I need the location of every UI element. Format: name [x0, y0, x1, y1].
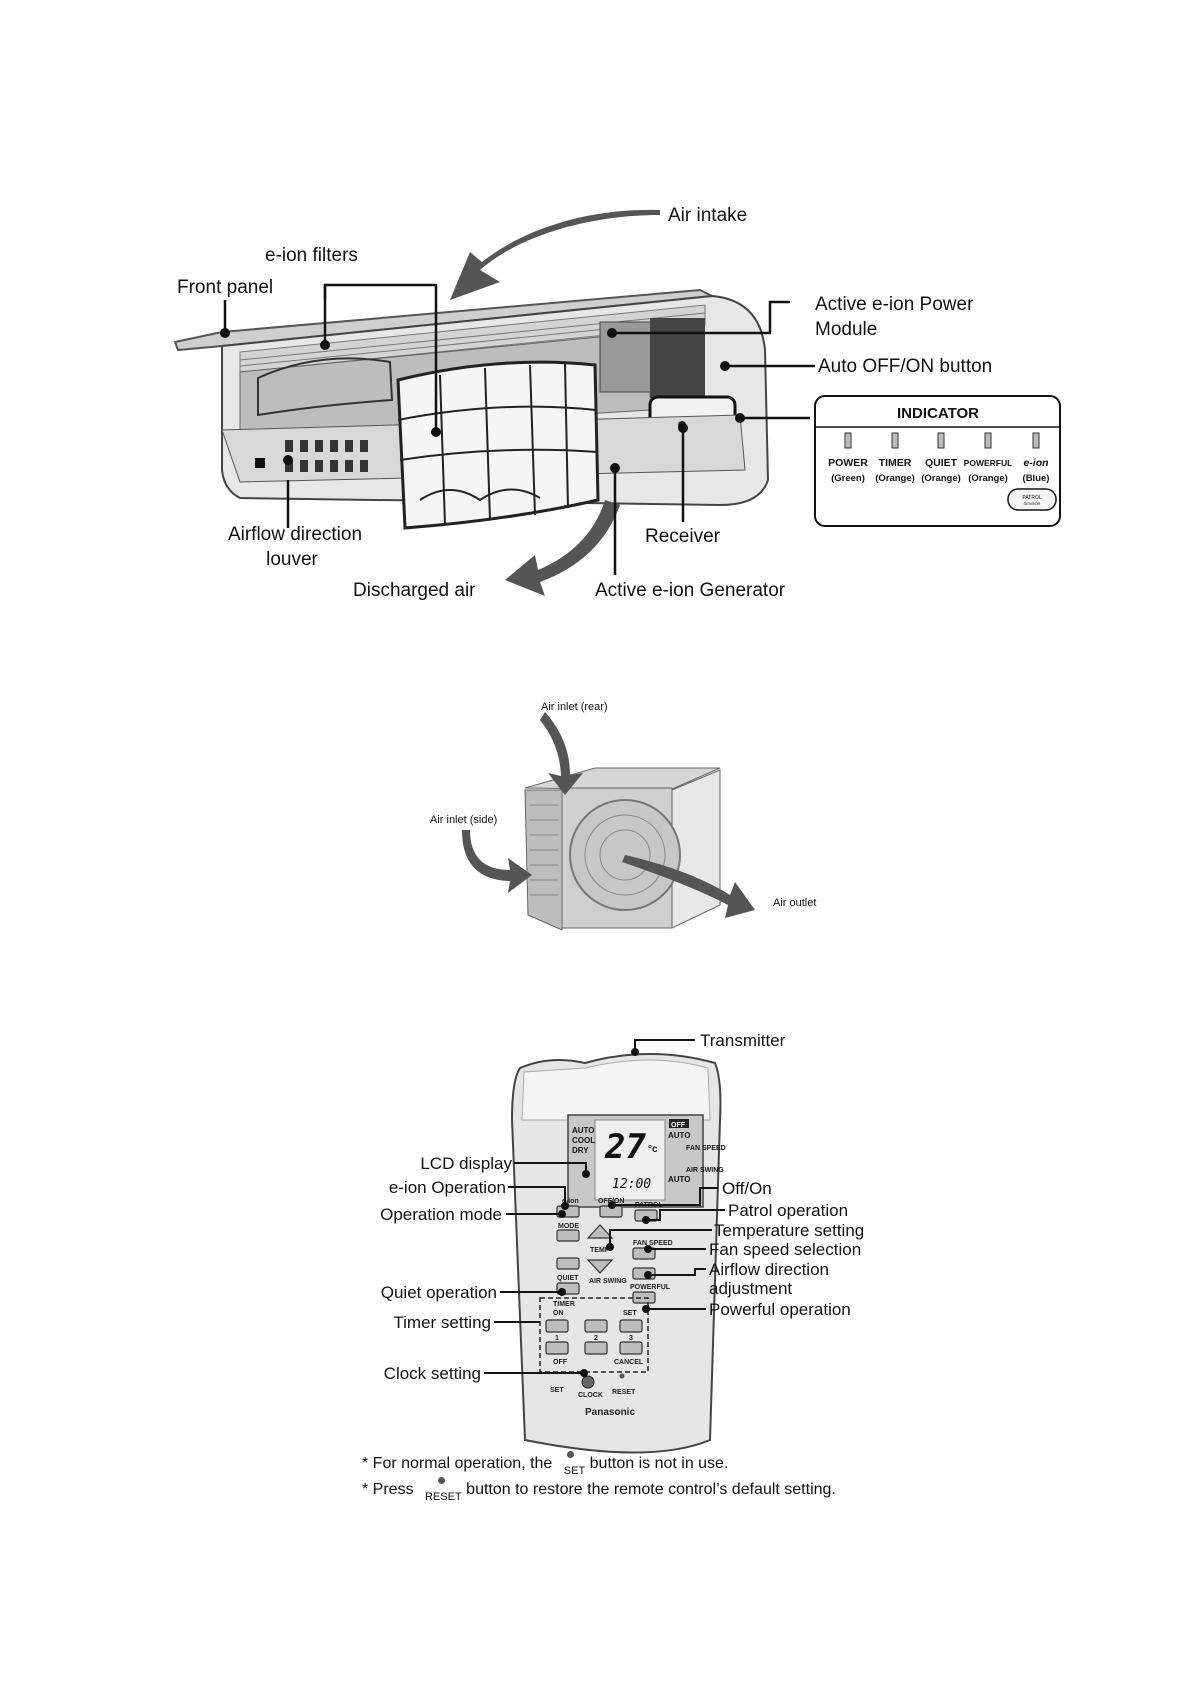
btn-1: 1	[555, 1335, 559, 1342]
reset-dot-icon	[438, 1477, 446, 1484]
lamp-timer-name: TIMER	[879, 457, 912, 469]
lcd-swing: AIR SWING	[686, 1167, 724, 1174]
lamp-quiet-color: (Orange)	[921, 473, 961, 484]
lcd-off: OFF	[671, 1122, 686, 1129]
lamp-powerful-name: POWERFUL	[964, 458, 1013, 468]
label-fan-speed-selection: Fan speed selection	[709, 1240, 861, 1259]
label-discharged-air: Discharged air	[353, 580, 476, 601]
btn-timer: TIMER	[553, 1301, 575, 1308]
lcd-clock: 12:00	[612, 1177, 651, 1192]
outdoor-side	[524, 789, 563, 931]
label-airflow-adjust-2: adjustment	[709, 1279, 792, 1298]
lcd-unit: °c	[648, 1144, 658, 1155]
lcd-mode-auto: AUTO	[572, 1126, 595, 1135]
e-ion-filter-shape	[396, 360, 600, 530]
btn-cancel: CANCEL	[614, 1359, 644, 1366]
label-louver-2: louver	[266, 549, 318, 570]
label-power-module-1: Active e-ion Power	[815, 294, 974, 315]
timer-section-outline	[539, 1297, 649, 1373]
label-quiet-operation: Quiet operation	[381, 1283, 497, 1302]
outlet-arrow	[622, 855, 755, 918]
indicator-title: INDICATOR	[897, 405, 979, 422]
lamp-timer-color: (Orange)	[875, 473, 915, 484]
btn-fan: FAN SPEED	[633, 1240, 673, 1247]
footnote-2-sub: RESET	[425, 1491, 462, 1503]
louver-slots	[255, 440, 368, 472]
footnote-2-after: button to restore the remote control’s d…	[466, 1481, 836, 1498]
indicator-panel: INDICATOR POWER TIMER QUIET POWERFUL e-i…	[814, 395, 1061, 527]
lamp-eion-name: e-ion	[1023, 457, 1048, 469]
label-clock-setting: Clock setting	[384, 1364, 481, 1383]
label-receiver: Receiver	[645, 526, 721, 547]
label-temperature-setting: Temperature setting	[714, 1221, 864, 1240]
btn-clock: CLOCK	[578, 1392, 603, 1399]
footnote-1: * For normal operation, the SET button i…	[362, 1451, 729, 1477]
label-timer-setting: Timer setting	[393, 1313, 491, 1332]
label-off-on: Off/On	[722, 1179, 772, 1198]
patrol-sensor-label-1: PATROL	[1022, 495, 1041, 501]
lcd-swing-auto: AUTO	[668, 1175, 691, 1184]
label-front-panel: Front panel	[177, 277, 273, 298]
lcd-fan-auto: AUTO	[668, 1131, 691, 1140]
label-operation-mode: Operation mode	[380, 1205, 502, 1224]
btn-powerful: POWERFUL	[630, 1284, 671, 1291]
label-air-intake: Air intake	[668, 205, 747, 226]
lcd-mode-cool: COOL	[572, 1136, 595, 1145]
air-intake-arrow	[450, 209, 660, 300]
lcd-temp: 27	[604, 1127, 646, 1167]
label-patrol-operation: Patrol operation	[728, 1201, 848, 1220]
label-auto-button: Auto OFF/ON button	[818, 356, 992, 377]
label-transmitter: Transmitter	[700, 1031, 786, 1050]
label-outlet: Air outlet	[773, 897, 816, 909]
lamp-eion-color: (Blue)	[1023, 473, 1050, 484]
btn-reset: RESET	[612, 1389, 636, 1396]
btn-off: OFF	[553, 1359, 568, 1366]
lcd-mode-dry: DRY	[572, 1146, 589, 1155]
label-inlet-rear: Air inlet (rear)	[541, 701, 608, 713]
remote-brand: Panasonic	[585, 1407, 635, 1418]
label-louver-1: Airflow direction	[228, 524, 362, 545]
indoor-unit-illustration	[173, 209, 770, 596]
indoor-leader-dots	[220, 328, 745, 473]
lamp-quiet-name: QUIET	[925, 457, 958, 469]
footnote-1-after: button is not in use.	[589, 1455, 729, 1472]
outdoor-unit-illustration	[462, 712, 755, 931]
btn-quiet: QUIET	[557, 1275, 579, 1282]
remote-leader-lines	[484, 1039, 725, 1374]
btn-eion: e-ion	[562, 1198, 579, 1205]
label-lcd-display: LCD display	[420, 1154, 512, 1173]
btn-temp: TEMP	[590, 1247, 610, 1254]
indoor-leader-lines	[223, 283, 815, 575]
btn-on: ON	[553, 1310, 564, 1317]
lamp-power-name: POWER	[828, 457, 868, 469]
inlet-rear-arrow	[540, 712, 583, 795]
patrol-sensor-label-2: SENSOR	[1024, 501, 1041, 506]
btn-mode: MODE	[558, 1223, 579, 1230]
btn-swing: AIR SWING	[589, 1278, 627, 1285]
lamp-powerful-color: (Orange)	[968, 473, 1008, 484]
btn-set-small: SET	[550, 1387, 564, 1394]
label-powerful-operation: Powerful operation	[709, 1300, 851, 1319]
label-e-ion-filters: e-ion filters	[265, 245, 358, 266]
lcd-fan: FAN SPEED	[686, 1145, 726, 1152]
discharged-air-arrow	[505, 500, 620, 596]
btn-set: SET	[623, 1310, 637, 1317]
inlet-side-arrow	[462, 830, 532, 893]
lamp-power-color: (Green)	[831, 473, 865, 484]
label-airflow-adjust-1: Airflow direction	[709, 1260, 829, 1279]
label-inlet-side: Air inlet (side)	[430, 814, 497, 826]
footnote-1-sub: SET	[563, 1465, 586, 1477]
footnote-2-before: * Press	[362, 1481, 414, 1498]
set-dot-icon	[566, 1451, 574, 1458]
label-power-module-2: Module	[815, 319, 877, 340]
footnote-2: * Press RESET button to restore the remo…	[362, 1477, 836, 1503]
remote-leader-dots	[558, 1048, 652, 1377]
label-generator: Active e-ion Generator	[595, 580, 786, 601]
footnote-1-before: * For normal operation, the	[362, 1455, 553, 1472]
label-eion-operation: e-ion Operation	[389, 1178, 506, 1197]
btn-2: 2	[594, 1335, 598, 1342]
remote-control-illustration: AUTO COOL DRY 27 °c 12:00 OFF AUTO FAN S…	[510, 1053, 726, 1454]
btn-3: 3	[629, 1335, 633, 1342]
